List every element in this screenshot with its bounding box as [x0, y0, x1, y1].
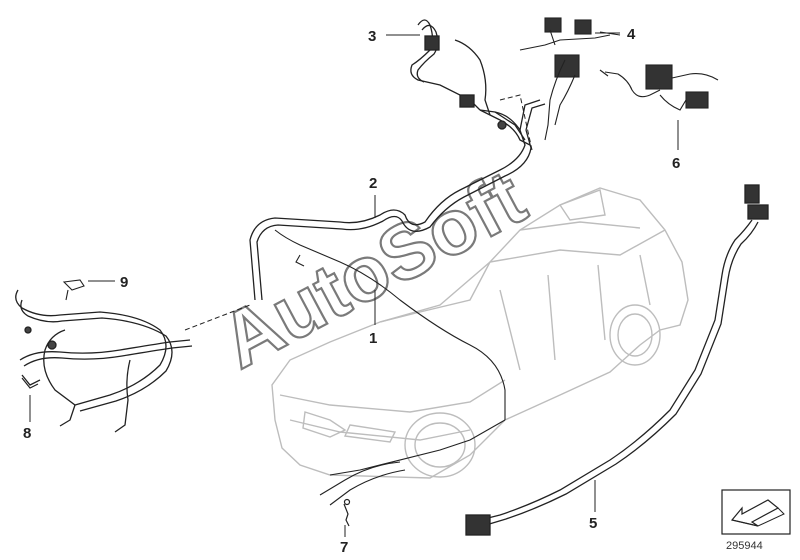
callout-4: 4 [627, 26, 636, 43]
callout-7: 7 [340, 539, 348, 556]
terminal-7 [343, 498, 351, 527]
callout-3: 3 [368, 28, 376, 45]
callout-9: 9 [120, 274, 128, 291]
clip-8 [21, 377, 39, 389]
callout-leaders [29, 32, 679, 537]
harness-2 [249, 99, 546, 301]
harness-3 [410, 19, 531, 146]
callout-5: 5 [589, 515, 597, 532]
cable-5 [465, 184, 769, 536]
harness-1 [274, 229, 506, 506]
callout-8: 8 [23, 425, 31, 442]
harness-8-9 [15, 289, 193, 433]
arrow-box-icon [721, 489, 791, 535]
dashed-leaders-3 [184, 94, 533, 331]
car-outline [271, 187, 689, 479]
callouts: 1 2 3 4 5 6 7 8 9 [23, 26, 680, 556]
callout-2: 2 [369, 175, 377, 192]
connector-block-6 [599, 64, 719, 111]
connector-block-4 [519, 17, 621, 141]
callout-1: 1 [369, 330, 377, 347]
reference-number: 295944 [726, 540, 763, 552]
bracket-9 [62, 279, 85, 301]
callout-6: 6 [672, 155, 680, 172]
